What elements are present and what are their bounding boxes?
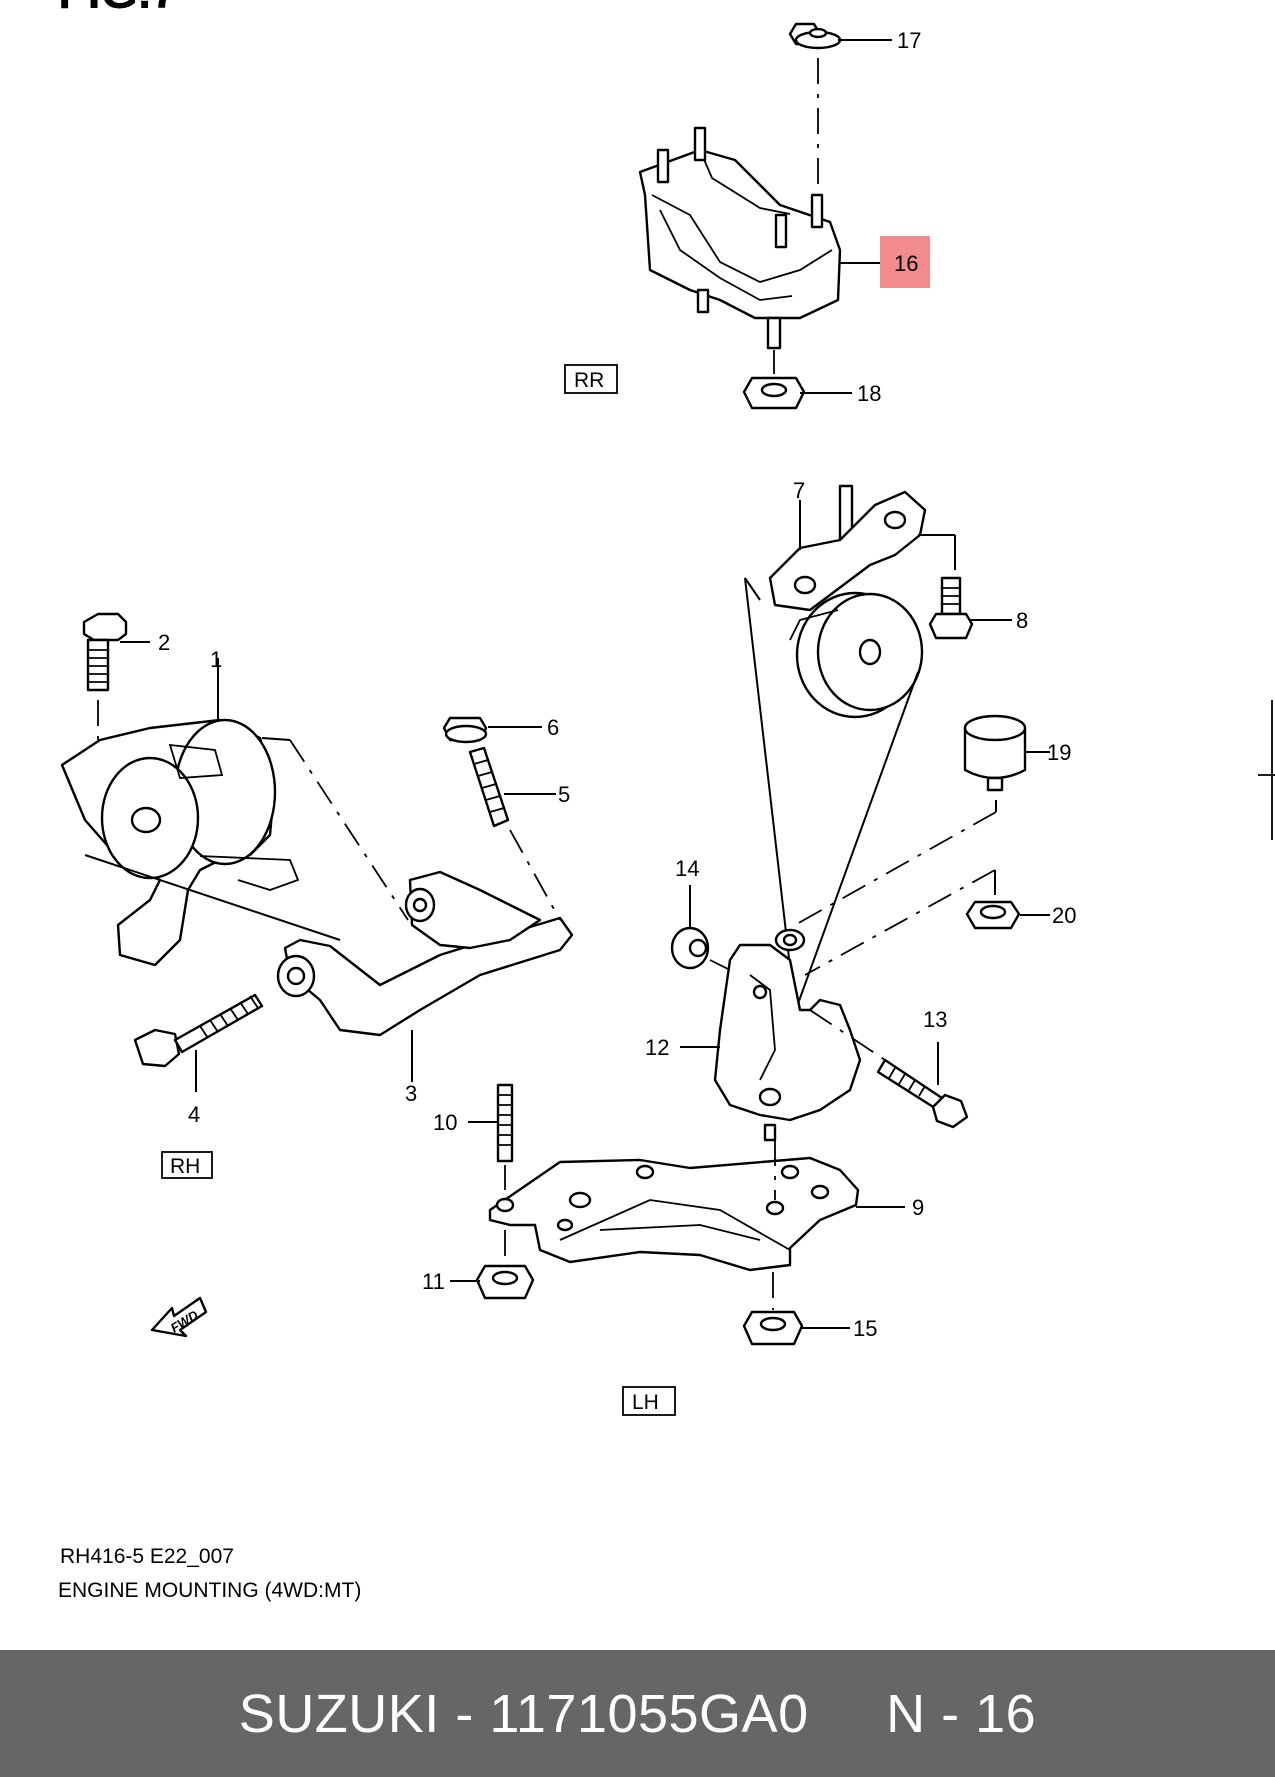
footer-brand: SUZUKI — [238, 1683, 440, 1744]
part-2-bolt[interactable] — [82, 612, 128, 692]
callout-6[interactable]: 6 — [547, 715, 559, 740]
part-5-stud[interactable] — [468, 746, 510, 828]
callout-3[interactable]: 3 — [405, 1081, 417, 1106]
part-19-cap[interactable] — [963, 714, 1027, 792]
part-12-bracket[interactable] — [713, 928, 862, 1142]
callout-9[interactable]: 9 — [912, 1195, 924, 1220]
part-14-nut[interactable] — [670, 926, 741, 976]
part-18-nut[interactable] — [742, 376, 806, 410]
footer-bar: SUZUKI - 1171055GA0 N - 16 — [0, 1650, 1275, 1777]
callout-11[interactable]: 11 — [422, 1269, 445, 1294]
part-15-nut[interactable] — [742, 1310, 804, 1346]
part-10-stud[interactable] — [496, 1083, 514, 1163]
part-11-nut[interactable] — [475, 1264, 535, 1300]
area-label-rh: RH — [170, 1155, 200, 1178]
callout-18[interactable]: 18 — [857, 381, 881, 406]
area-label-lh: LH — [632, 1391, 659, 1414]
callout-10[interactable]: 10 — [433, 1110, 457, 1135]
footer-separator: - — [439, 1683, 490, 1744]
callout-14[interactable]: 14 — [675, 856, 699, 881]
part-16-rear-mount[interactable] — [638, 126, 842, 350]
figure-label: FIG.7 — [58, 0, 178, 19]
part-3-bracket[interactable] — [276, 870, 574, 1037]
fwd-arrow-icon: FWD — [150, 1296, 208, 1338]
callout-8[interactable]: 8 — [1016, 608, 1028, 633]
callout-7[interactable]: 7 — [793, 478, 805, 503]
rh-mount-group — [60, 612, 574, 1179]
callout-5[interactable]: 5 — [558, 782, 570, 807]
callout-1[interactable]: 1 — [210, 647, 222, 672]
callout-13[interactable]: 13 — [923, 1007, 947, 1032]
callout-15[interactable]: 15 — [853, 1316, 877, 1341]
callout-12[interactable]: 12 — [645, 1035, 669, 1060]
rr-area-box — [564, 364, 618, 394]
area-label-rr: RR — [574, 369, 604, 392]
parts-diagram: FIG.7 — [58, 0, 1275, 1602]
part-17-nut[interactable] — [788, 22, 842, 50]
part-4-bolt[interactable] — [133, 993, 264, 1068]
footer-part-number: 1171055GA0 — [489, 1683, 809, 1744]
part-20-nut[interactable] — [965, 900, 1021, 930]
diagram-caption: ENGINE MOUNTING (4WD:MT) — [58, 1579, 361, 1602]
part-6-nut[interactable] — [442, 716, 488, 744]
part-7-engine-mount[interactable] — [768, 484, 927, 719]
lh-area-box — [622, 1386, 676, 1416]
part-13-bolt[interactable] — [809, 1009, 969, 1129]
callout-20[interactable]: 20 — [1052, 903, 1076, 928]
part-8-bolt[interactable] — [928, 576, 974, 640]
footer-position-label: N - 16 — [886, 1683, 1037, 1744]
rear-mount-group — [638, 22, 930, 410]
part-1-engine-mount[interactable] — [60, 718, 300, 967]
callout-2[interactable]: 2 — [158, 630, 170, 655]
callout-17[interactable]: 17 — [897, 28, 921, 53]
lh-mount-group — [450, 484, 1050, 1346]
callout-4[interactable]: 4 — [188, 1102, 200, 1127]
diagram-code: RH416-5 E22_007 — [60, 1545, 234, 1568]
highlight-box — [880, 236, 930, 288]
callout-19[interactable]: 19 — [1047, 740, 1071, 765]
part-9-plate[interactable] — [488, 1156, 860, 1272]
callout-16[interactable]: 16 — [894, 251, 918, 276]
